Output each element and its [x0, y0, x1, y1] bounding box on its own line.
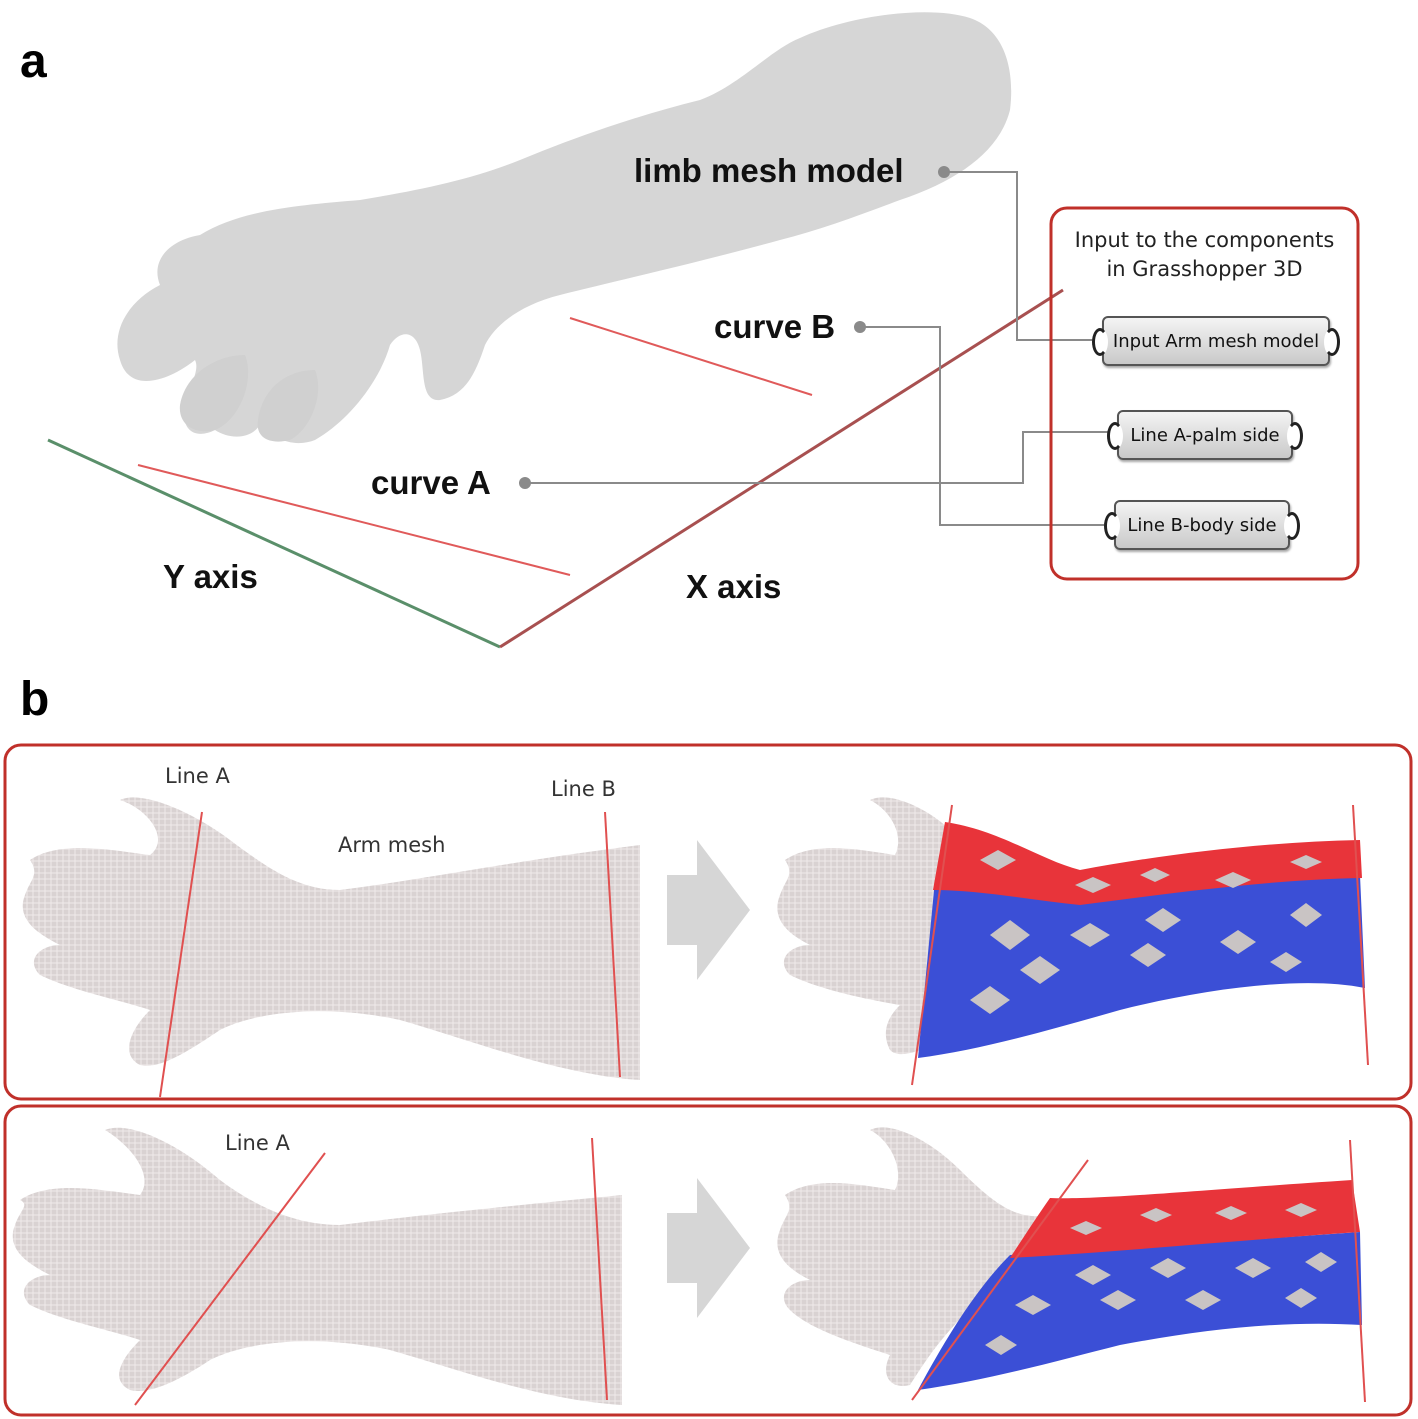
row2-left-line-b [591, 1137, 608, 1401]
finger-1 [179, 355, 249, 432]
row1-left-hand [22, 797, 641, 1080]
row2-right-line-a [911, 1159, 1089, 1401]
label-curve-b: curve B [714, 308, 836, 345]
curve-b-line [569, 317, 813, 396]
label-curve-a: curve A [371, 464, 491, 501]
row1-right-line-a [911, 804, 953, 1086]
grasshopper-title-line2: in Grasshopper 3D [1106, 257, 1303, 281]
label-y-axis: Y axis [163, 558, 258, 595]
label-x-axis: X axis [686, 568, 782, 605]
row2-cast-top [1010, 1180, 1360, 1258]
finger-2 [257, 370, 319, 442]
label-limb-mesh-model: limb mesh model [634, 152, 904, 189]
row1-cast-top [933, 822, 1362, 905]
curve-a-line [137, 464, 571, 576]
row1-left-line-a [159, 811, 203, 1098]
row2-arrow [667, 1178, 750, 1318]
connector-dot-curve-b [854, 321, 866, 333]
row2-left-hand [12, 1127, 623, 1405]
gh-node-line-b[interactable]: Line B-body side [1104, 500, 1300, 550]
row1-label-line-a: Line A [165, 764, 230, 788]
y-axis-line [47, 438, 501, 649]
row1-label-line-b: Line B [551, 777, 616, 801]
row2-cast-holes [985, 1203, 1337, 1355]
gh-node-line-a[interactable]: Line A-palm side [1107, 410, 1303, 460]
connector-curve-a [525, 431, 1108, 484]
row2-right-hand [777, 1127, 1050, 1386]
row1-cast-holes [970, 850, 1322, 1014]
row2-frame [3, 1104, 1413, 1417]
row1-left-line-b [604, 811, 621, 1078]
limb-mesh-silhouette [117, 12, 1012, 444]
grasshopper-box-frame [1049, 206, 1360, 581]
row1-frame [3, 743, 1413, 1101]
gh-node-arm-mesh[interactable]: Input Arm mesh model [1092, 316, 1340, 366]
connector-dot-curve-a [519, 477, 531, 489]
grasshopper-box-title: Input to the components in Grasshopper 3… [1056, 226, 1353, 284]
panel-a-letter: a [20, 35, 47, 88]
grasshopper-title-line1: Input to the components [1074, 228, 1335, 252]
connector-limb-mesh [944, 171, 1092, 341]
row2-label-line-a: Line A [225, 1131, 290, 1155]
row2-right-line-b [1349, 1139, 1366, 1403]
connector-curve-b [860, 326, 1104, 526]
row1-right-line-b [1352, 804, 1369, 1066]
row1-cast-bottom [918, 875, 1365, 1058]
x-axis-line [499, 288, 1064, 649]
row1-right-hand [777, 797, 950, 1055]
row1-label-arm-mesh: Arm mesh [338, 833, 446, 857]
row2-left-line-a [134, 1152, 326, 1406]
row1-arrow [667, 840, 750, 980]
connector-dot-limb [938, 166, 950, 178]
panel-b-letter: b [20, 673, 50, 726]
